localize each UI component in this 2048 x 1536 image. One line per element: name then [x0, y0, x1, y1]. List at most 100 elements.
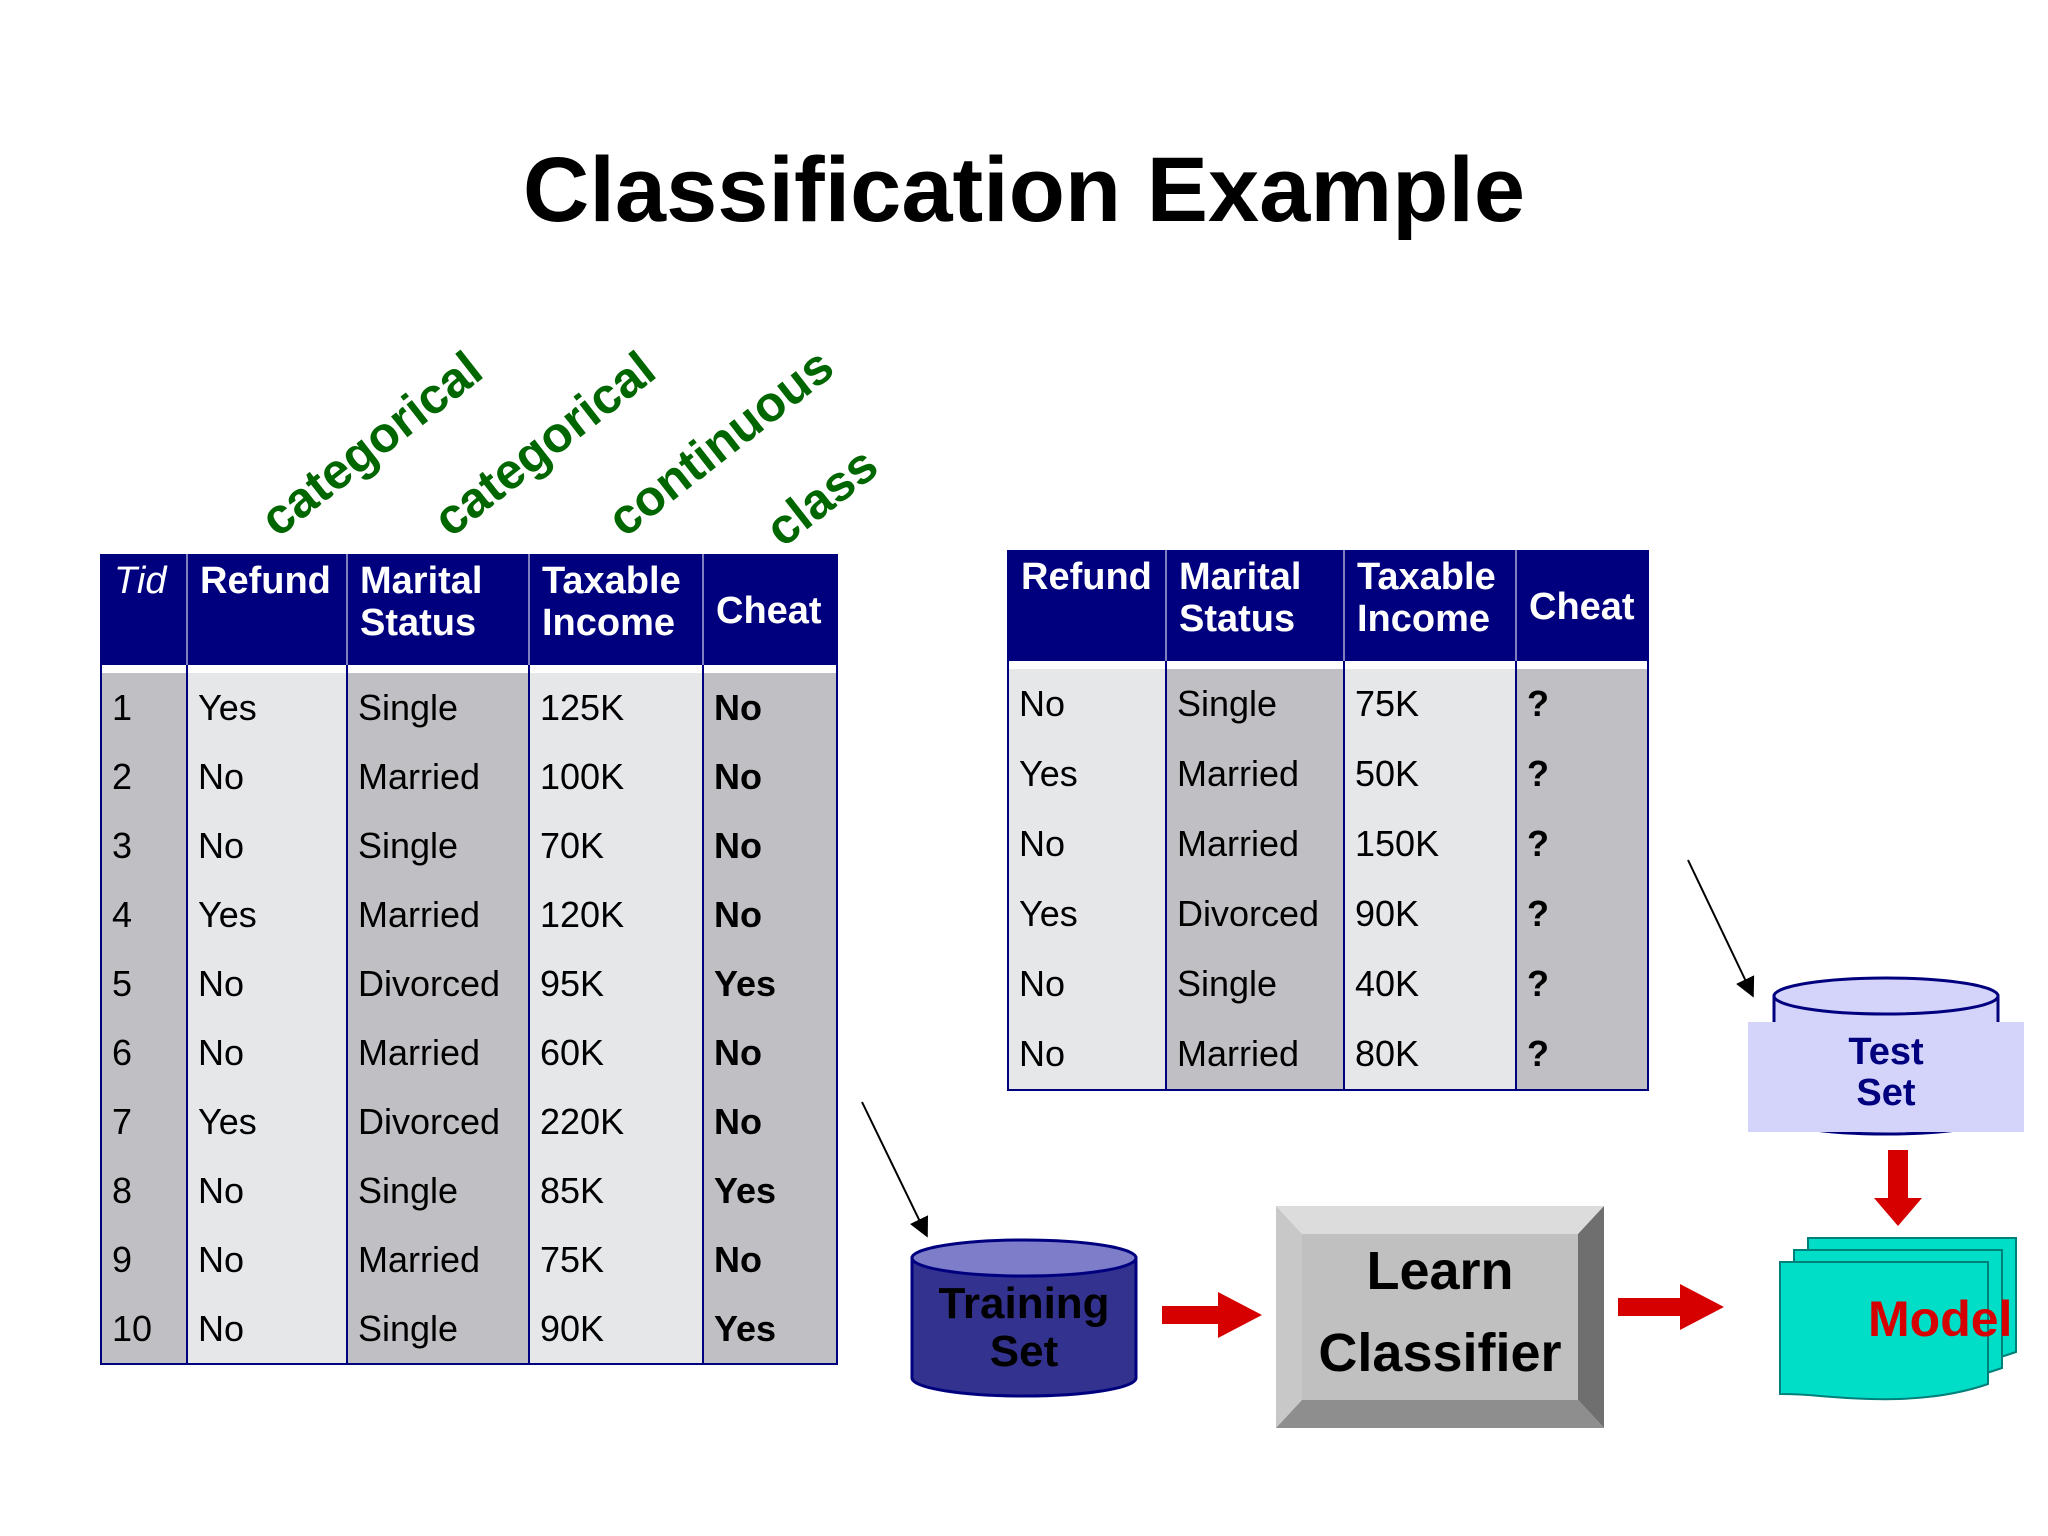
- cell-refund: No: [186, 949, 347, 1018]
- cell-tid: 10: [101, 1294, 187, 1364]
- cell-cheat: No: [702, 1087, 837, 1156]
- col-header-marital-status: Marital Status: [346, 555, 529, 665]
- training-table: Tid Refund Marital Status Taxable Income…: [100, 554, 838, 1365]
- col-header-marital-status: Marital Status: [1165, 551, 1344, 661]
- cell-marital-status: Married: [346, 1225, 529, 1294]
- cell-cheat: No: [702, 1018, 837, 1087]
- cell-refund: No: [1008, 949, 1166, 1019]
- cell-tid: 3: [101, 811, 187, 880]
- cell-refund: No: [1008, 809, 1166, 879]
- cell-marital-status: Divorced: [346, 1087, 529, 1156]
- cell-tid: 9: [101, 1225, 187, 1294]
- cell-cheat: Yes: [702, 1294, 837, 1364]
- cell-cheat: ?: [1515, 669, 1648, 739]
- cell-refund: Yes: [186, 1087, 347, 1156]
- cell-refund: No: [1008, 669, 1166, 739]
- learn-classifier-label-line1: Learn: [1366, 1241, 1514, 1301]
- page-title: Classification Example: [522, 139, 1526, 241]
- cell-taxable-income: 70K: [528, 811, 703, 880]
- cell-cheat: ?: [1515, 879, 1648, 949]
- cell-refund: No: [186, 1018, 347, 1087]
- cell-taxable-income: 120K: [528, 880, 703, 949]
- arrow-test-to-model-icon: [1874, 1150, 1922, 1226]
- test-set-cylinder-icon: [1748, 976, 2024, 1136]
- cell-cheat: Yes: [702, 1156, 837, 1225]
- cell-tid: 2: [101, 742, 187, 811]
- pointer-to-test-set: [1687, 859, 1755, 998]
- model-label: Model: [1868, 1291, 2013, 1347]
- learn-classifier-box: [1276, 1206, 1604, 1428]
- training-set-label: Training Set: [912, 1280, 1136, 1375]
- cell-taxable-income: 100K: [528, 742, 703, 811]
- cell-marital-status: Single: [346, 1156, 529, 1225]
- cell-taxable-income: 60K: [528, 1018, 703, 1087]
- cell-marital-status: Single: [346, 811, 529, 880]
- cell-taxable-income: 220K: [528, 1087, 703, 1156]
- table-row: 9 No Married 75K No: [101, 1225, 837, 1294]
- col-header-taxable-income: Taxable Income: [1343, 551, 1516, 661]
- test-set-label: Test Set: [1774, 1031, 1998, 1115]
- table-row: 8 No Single 85K Yes: [101, 1156, 837, 1225]
- cell-cheat: ?: [1515, 739, 1648, 809]
- table-row: No Single 75K ?: [1008, 669, 1648, 739]
- cell-cheat: ?: [1515, 1019, 1648, 1090]
- cell-tid: 8: [101, 1156, 187, 1225]
- test-table: Refund Marital Status Taxable Income Che…: [1007, 550, 1649, 1091]
- table-row: 3 No Single 70K No: [101, 811, 837, 880]
- pointer-to-training-set: [861, 1101, 929, 1238]
- cell-refund: Yes: [186, 673, 347, 742]
- table-row: No Married 80K ?: [1008, 1019, 1648, 1090]
- table-row: Yes Divorced 90K ?: [1008, 879, 1648, 949]
- cell-taxable-income: 125K: [528, 673, 703, 742]
- cell-cheat: No: [702, 880, 837, 949]
- cell-marital-status: Married: [346, 880, 529, 949]
- col-header-tid: Tid: [101, 555, 187, 665]
- cell-marital-status: Married: [1165, 809, 1344, 879]
- cell-marital-status: Married: [346, 742, 529, 811]
- cell-refund: No: [1008, 1019, 1166, 1090]
- cell-tid: 5: [101, 949, 187, 1018]
- cell-tid: 6: [101, 1018, 187, 1087]
- cell-cheat: No: [702, 742, 837, 811]
- cell-cheat: No: [702, 673, 837, 742]
- model-document-icon: [1779, 1237, 2017, 1401]
- cell-tid: 7: [101, 1087, 187, 1156]
- cell-refund: No: [186, 1156, 347, 1225]
- cell-refund: No: [186, 811, 347, 880]
- cell-cheat: No: [702, 1225, 837, 1294]
- col-header-refund: Refund: [1008, 551, 1166, 661]
- cell-taxable-income: 150K: [1343, 809, 1516, 879]
- cell-marital-status: Married: [346, 1018, 529, 1087]
- training-header-row: Tid Refund Marital Status Taxable Income…: [101, 555, 837, 665]
- col-header-taxable-income: Taxable Income: [528, 555, 703, 665]
- cell-taxable-income: 90K: [528, 1294, 703, 1364]
- col-header-cheat: Cheat: [702, 555, 837, 665]
- cell-marital-status: Divorced: [346, 949, 529, 1018]
- training-set-cylinder-icon: [910, 1238, 1138, 1398]
- col-header-cheat: Cheat: [1515, 551, 1648, 661]
- cell-refund: No: [186, 1294, 347, 1364]
- table-row: 1 Yes Single 125K No: [101, 673, 837, 742]
- cell-marital-status: Single: [1165, 949, 1344, 1019]
- test-set-label-line2: Set: [1856, 1072, 1916, 1115]
- cell-taxable-income: 80K: [1343, 1019, 1516, 1090]
- table-row: Yes Married 50K ?: [1008, 739, 1648, 809]
- cell-refund: Yes: [186, 880, 347, 949]
- training-set-label-line1: Training: [938, 1279, 1110, 1328]
- learn-classifier-label: Learn Classifier: [1302, 1234, 1578, 1380]
- cell-taxable-income: 75K: [1343, 669, 1516, 739]
- table-row: 10 No Single 90K Yes: [101, 1294, 837, 1364]
- table-row: 4 Yes Married 120K No: [101, 880, 837, 949]
- table-row: No Married 150K ?: [1008, 809, 1648, 879]
- cell-taxable-income: 50K: [1343, 739, 1516, 809]
- cell-taxable-income: 40K: [1343, 949, 1516, 1019]
- arrow-training-to-learn-icon: [1162, 1292, 1262, 1338]
- cell-marital-status: Married: [1165, 1019, 1344, 1090]
- cell-taxable-income: 90K: [1343, 879, 1516, 949]
- cell-marital-status: Single: [346, 673, 529, 742]
- cell-marital-status: Divorced: [1165, 879, 1344, 949]
- cell-taxable-income: 85K: [528, 1156, 703, 1225]
- table-row: 7 Yes Divorced 220K No: [101, 1087, 837, 1156]
- cell-cheat: ?: [1515, 809, 1648, 879]
- test-header-row: Refund Marital Status Taxable Income Che…: [1008, 551, 1648, 661]
